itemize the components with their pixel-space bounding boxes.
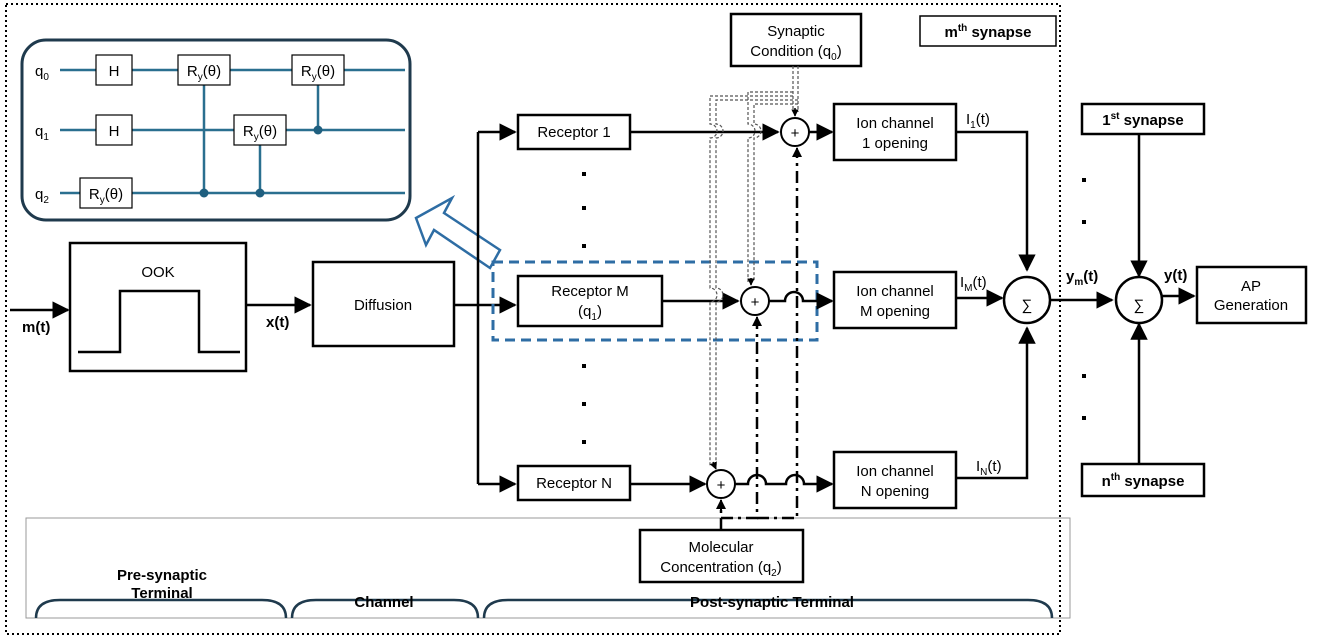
pre-synaptic-label-2: Terminal: [131, 585, 192, 602]
mapping-arrow-icon: [414, 194, 502, 270]
ion-channel-m-block: [832, 270, 958, 330]
mth-synapse-tag: [919, 15, 1057, 47]
yt-label: y(t): [1164, 267, 1187, 284]
control-dot: [199, 188, 209, 198]
ry-gate-q2: [79, 177, 133, 209]
controlled-ry-gate-q0-label: Ry(θ): [187, 63, 221, 83]
current-1-line: [956, 130, 1036, 272]
ion-channel-1-label-1: Ion channel: [856, 115, 934, 132]
ap-generation-block: [1195, 265, 1308, 325]
ion-channel-1-label-2: 1 opening: [862, 135, 928, 152]
neuron-summation: [1114, 275, 1164, 325]
qubit-q2-label: q2: [35, 186, 49, 206]
diffusion-label: Diffusion: [354, 297, 412, 314]
adder-n-to-ion-channel: [735, 473, 834, 493]
ion-channel-n-label-1: Ion channel: [856, 463, 934, 480]
synaptic-condition-links: [709, 66, 799, 466]
channel-brace: [290, 598, 480, 619]
ry-gate-q2-label: Ry(θ): [89, 186, 123, 206]
pre-synaptic-brace: [34, 598, 288, 619]
synaptic-condition-label-1: Synaptic: [767, 23, 825, 40]
receptor-m-label-1: Receptor M: [551, 283, 629, 300]
distribution-lines: [454, 132, 480, 484]
receptor-m-label-2: (q1): [578, 303, 602, 323]
controlled-ry-gate-q0-second-label: Ry(θ): [301, 63, 335, 83]
mth-synapse-label: mth synapse: [944, 23, 1031, 41]
post-synaptic-label: Post-synaptic Terminal: [690, 594, 854, 611]
xt-label: x(t): [266, 314, 289, 331]
adder-m-to-ion-channel: [769, 290, 834, 310]
control-dot: [313, 125, 323, 135]
adder-n-plus: +: [717, 477, 726, 494]
hadamard-gate-q1: [95, 114, 133, 146]
mth-synapse-frame: [5, 3, 1061, 635]
hadamard-gate-q1-label: H: [109, 123, 120, 140]
nth-synapse-label: nth synapse: [1102, 472, 1185, 490]
quantum-circuit-panel: [20, 38, 412, 222]
first-synapse-block: [1080, 102, 1206, 136]
qubit-q0-label: q0: [35, 63, 49, 83]
qubit-q1-label: q1: [35, 123, 49, 143]
synapse-ellipsis-dots: [1082, 178, 1086, 420]
ion-channel-m-label-1: Ion channel: [856, 283, 934, 300]
receptor-m-highlight: [491, 260, 819, 342]
bottom-terminal-panel: [25, 517, 1071, 619]
molecular-concentration-links: [719, 152, 799, 530]
controlled-ry-gate-q1: [233, 114, 287, 146]
receptor-m-block: [516, 274, 664, 328]
current-n-label: IN(t): [976, 458, 1002, 478]
nth-synapse-block: [1080, 462, 1206, 498]
pre-synaptic-label-1: Pre-synaptic: [117, 567, 207, 584]
channel-label: Channel: [354, 594, 413, 611]
current-m-label: IM(t): [960, 274, 987, 294]
post-synaptic-brace: [482, 598, 1054, 619]
ym-label: ym(t): [1066, 268, 1098, 288]
neuron-summation-symbol: ∑: [1134, 297, 1145, 314]
ion-channel-n-label-2: N opening: [861, 483, 929, 500]
receptor-n-block: [516, 464, 632, 502]
current-1-label: I1(t): [966, 111, 990, 131]
receptor-n-label: Receptor N: [536, 475, 612, 492]
first-synapse-label: 1st synapse: [1102, 111, 1183, 129]
controlled-ry-gate-q0-second: [291, 54, 345, 86]
synaptic-condition-block: [729, 12, 863, 68]
molecular-concentration-label-1: Molecular: [688, 539, 753, 556]
controlled-ry-gate-q1-label: Ry(θ): [243, 123, 277, 143]
ook-block: [68, 241, 248, 373]
ion-channel-1-block: [832, 102, 958, 162]
hadamard-gate-q0: [95, 54, 133, 86]
ap-generation-label-2: Generation: [1214, 297, 1288, 314]
ook-label: OOK: [141, 264, 174, 281]
control-dot: [255, 188, 265, 198]
adder-m-plus: +: [751, 294, 760, 311]
adder-1-plus: +: [791, 125, 800, 142]
input-label: m(t): [22, 319, 50, 336]
controlled-ry-gate-q0: [177, 54, 231, 86]
current-n-line: [956, 326, 1036, 480]
synaptic-to-adder-n-arrow: [709, 461, 717, 470]
molecular-concentration-label-2: Concentration (q2): [660, 559, 781, 579]
ap-generation-label-1: AP: [1241, 278, 1261, 295]
receptor-1-label: Receptor 1: [537, 124, 610, 141]
synaptic-condition-label-2: Condition (q0): [750, 43, 841, 63]
receptor-1-block: [516, 113, 632, 151]
ion-channel-m-label-2: M opening: [860, 303, 930, 320]
synapse-summation-symbol: ∑: [1022, 297, 1033, 314]
ion-channel-n-block: [832, 450, 958, 510]
ook-pulse: [78, 289, 240, 354]
receptor-ellipsis-dots: [582, 172, 586, 444]
hadamard-gate-q0-label: H: [109, 63, 120, 80]
